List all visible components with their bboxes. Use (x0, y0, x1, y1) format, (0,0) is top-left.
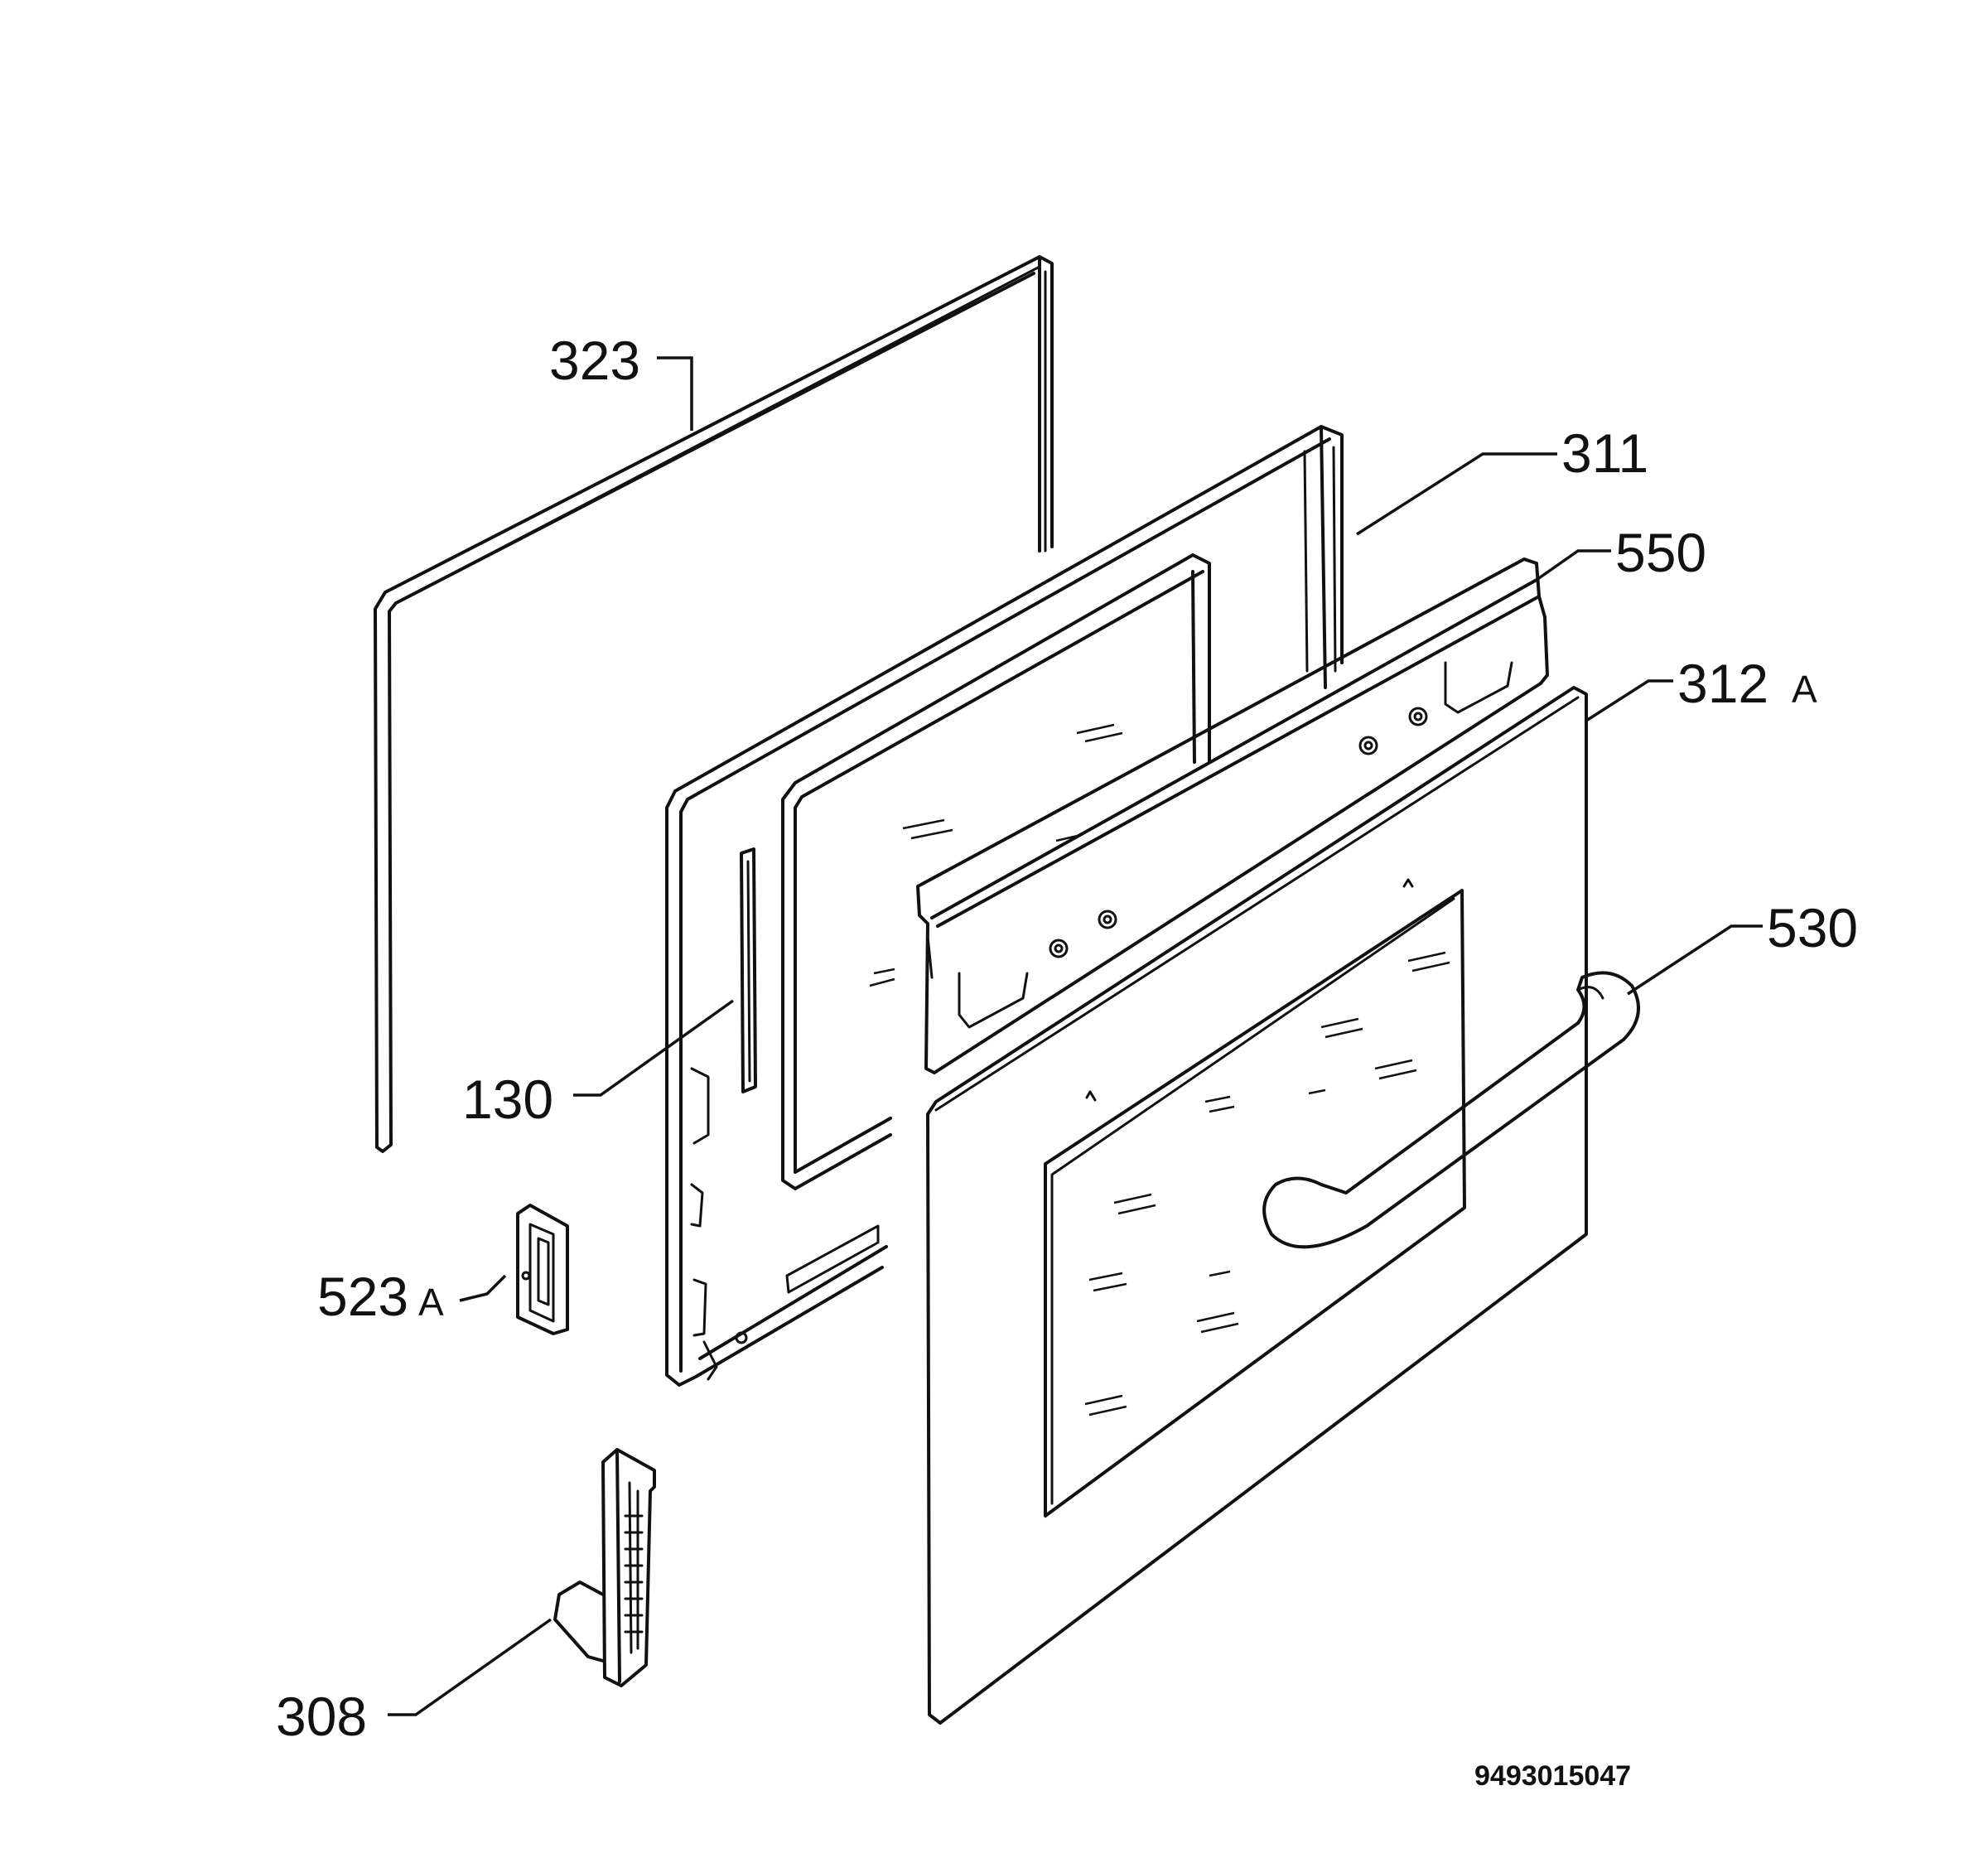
label-311: 311 (1561, 422, 1648, 484)
part-labels: 323 311 550 312 A 530 130 523 A 308 (276, 330, 1858, 1747)
label-130: 130 (462, 1069, 553, 1130)
label-550: 550 (1615, 522, 1706, 583)
leader-523A (459, 1274, 507, 1302)
label-323: 323 (549, 330, 640, 391)
part-308-hinge[interactable] (553, 1448, 656, 1687)
part-311-inner-door-frame[interactable] (665, 425, 1344, 1387)
leader-lines (388, 356, 1763, 1716)
leader-312A (1585, 679, 1673, 722)
drawing-code: 9493015047 (1474, 1760, 1631, 1792)
part-523A-hinge-cover[interactable] (516, 1204, 569, 1335)
leader-130 (573, 999, 735, 1097)
part-550-air-deflector[interactable] (916, 557, 1549, 1074)
label-312A-suffix: A (1792, 668, 1817, 711)
label-312A: 312 (1677, 653, 1768, 714)
label-308: 308 (276, 1686, 367, 1747)
leader-311 (1356, 452, 1557, 536)
leader-550 (1535, 549, 1611, 582)
part-530-door-handle[interactable] (1262, 971, 1640, 1249)
label-530: 530 (1767, 897, 1858, 958)
part-323-door-gasket[interactable] (374, 255, 1054, 1153)
part-312A-outer-door-glass[interactable] (926, 686, 1588, 1725)
leader-530 (1627, 924, 1763, 996)
label-523A-suffix: A (418, 1281, 444, 1324)
leader-308 (388, 1618, 552, 1716)
label-523A: 523 (317, 1266, 408, 1327)
leader-323 (657, 356, 693, 431)
part-130-seal-strip[interactable] (740, 847, 757, 1093)
